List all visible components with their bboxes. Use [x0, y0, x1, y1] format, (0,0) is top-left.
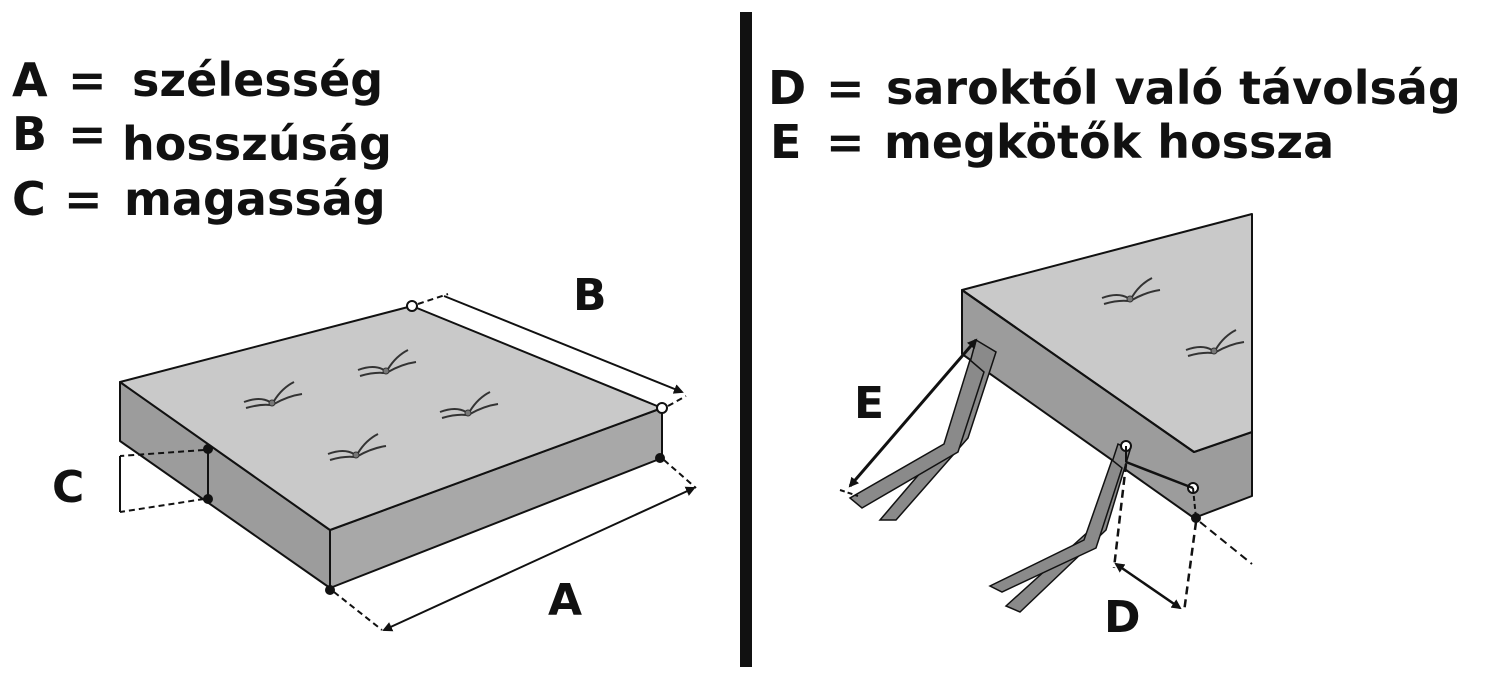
cushion-edge-line: [961, 289, 1195, 453]
dimension-label-a: A: [548, 575, 582, 626]
left-legend: A = szélesség B = hosszúság C = magasság: [12, 53, 392, 226]
legend-sep-e: =: [826, 115, 865, 169]
corner-marker: [655, 453, 665, 463]
legend-text-length: hosszúság: [122, 117, 392, 171]
dimension-label-d: D: [1104, 592, 1141, 643]
legend-text-width: szélesség: [132, 53, 383, 107]
right-legend: D = saroktól való távolság E = megkötők …: [768, 61, 1461, 169]
legend-sep-a: =: [68, 53, 107, 107]
legend-text-tie-length: megkötők hossza: [884, 115, 1334, 169]
legend-letter-a: A: [12, 53, 48, 107]
right-cushion-closeup: E D: [839, 213, 1253, 643]
legend-letter-d: D: [768, 61, 806, 115]
legend-letter-e: E: [770, 115, 801, 169]
tie-strap-icon: [988, 442, 1131, 613]
dimension-arrow-icon: [1112, 463, 1253, 613]
legend-sep-d: =: [826, 61, 865, 115]
edge-marker-line: [1125, 460, 1194, 490]
dimension-arrow-icon: [119, 449, 205, 513]
dimension-label-e: E: [854, 378, 884, 429]
legend-text-height: magasság: [124, 172, 386, 226]
dimension-arrow-icon: [417, 293, 687, 407]
legend-letter-b: B: [12, 107, 47, 161]
corner-marker: [1191, 513, 1201, 523]
dimension-arrow-icon: [839, 338, 978, 497]
tie-strap-icon: [848, 338, 997, 521]
legend-sep-c: =: [64, 172, 103, 226]
edge-marker-line: [1192, 487, 1197, 519]
legend-letter-c: C: [12, 172, 46, 226]
dimension-label-c: C: [52, 462, 84, 513]
corner-marker: [406, 300, 418, 312]
dimension-label-b: B: [573, 270, 607, 321]
corner-marker: [656, 402, 668, 414]
dimension-arrow-icon: [333, 459, 697, 632]
legend-text-corner-distance: saroktól való távolság: [886, 61, 1461, 115]
panel-divider: [740, 12, 752, 667]
legend-sep-b: =: [68, 107, 107, 161]
left-cushion: B A C: [52, 270, 697, 632]
corner-marker: [325, 585, 335, 595]
